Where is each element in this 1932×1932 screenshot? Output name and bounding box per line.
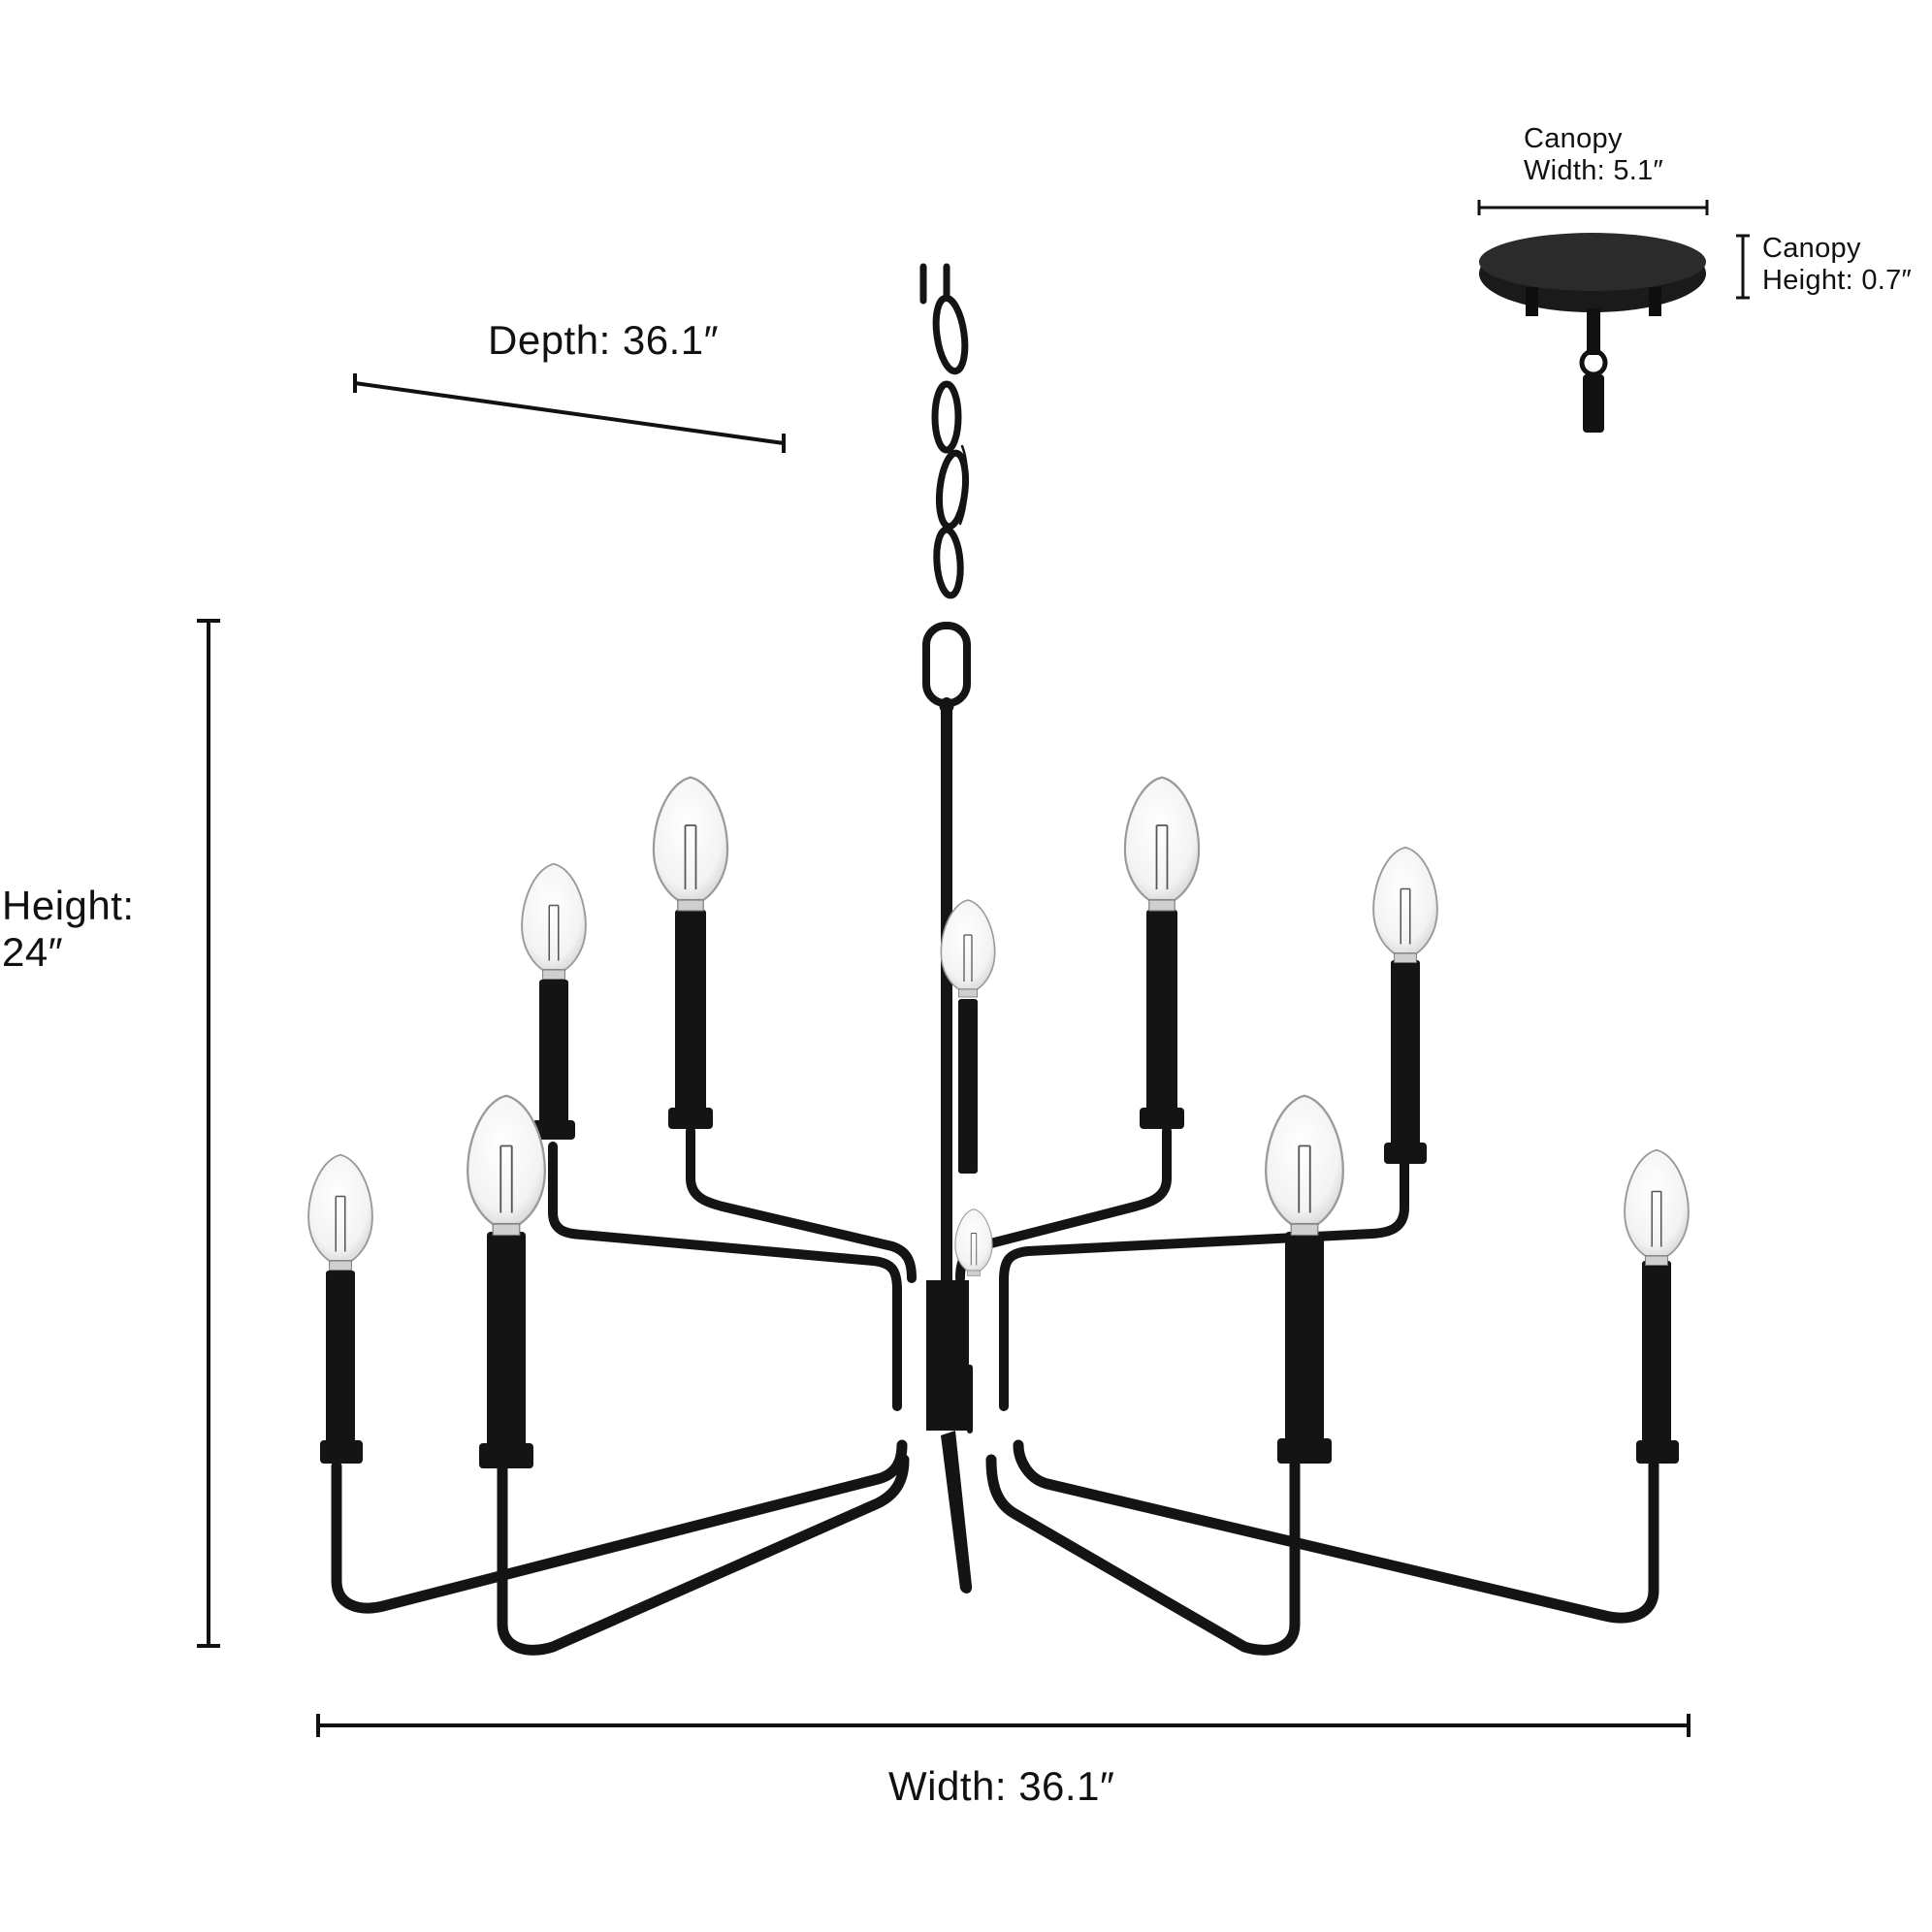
candle-sleeves-back <box>532 910 1427 1174</box>
chandelier <box>320 263 1679 1656</box>
height-label-line2: 24″ <box>2 929 64 976</box>
canopy-height-label: Canopy Height: 0.7″ <box>1762 233 1912 298</box>
canopy-height-label-line2: Height: 0.7″ <box>1762 265 1913 297</box>
depth-label: Depth: 36.1″ <box>488 317 720 363</box>
canopy-width-label-line2: Width: 5.1″ <box>1524 155 1664 187</box>
front-arms <box>331 1365 1659 1656</box>
height-dimension-line <box>197 619 220 1648</box>
canopy-height-dimension-line <box>1736 234 1750 300</box>
canopy-width-label: Canopy Width: 5.1″ <box>1524 123 1663 188</box>
width-label: Width: 36.1″ <box>888 1763 1115 1809</box>
chain <box>919 263 971 707</box>
height-label-line1: Height: <box>2 883 135 928</box>
canopy-width-dimension-line <box>1477 200 1709 215</box>
candle-sleeves-front <box>320 1232 1679 1468</box>
center-hub <box>926 1280 969 1431</box>
depth-dimension-line <box>353 373 786 453</box>
canopy-width-label-line1: Canopy <box>1524 123 1623 154</box>
canopy-illustration <box>1479 233 1706 433</box>
width-dimension-line <box>316 1714 1690 1737</box>
bulbs <box>307 776 1690 1277</box>
canopy-height-label-line1: Canopy <box>1762 233 1861 264</box>
height-label: Height: 24″ <box>2 883 135 977</box>
